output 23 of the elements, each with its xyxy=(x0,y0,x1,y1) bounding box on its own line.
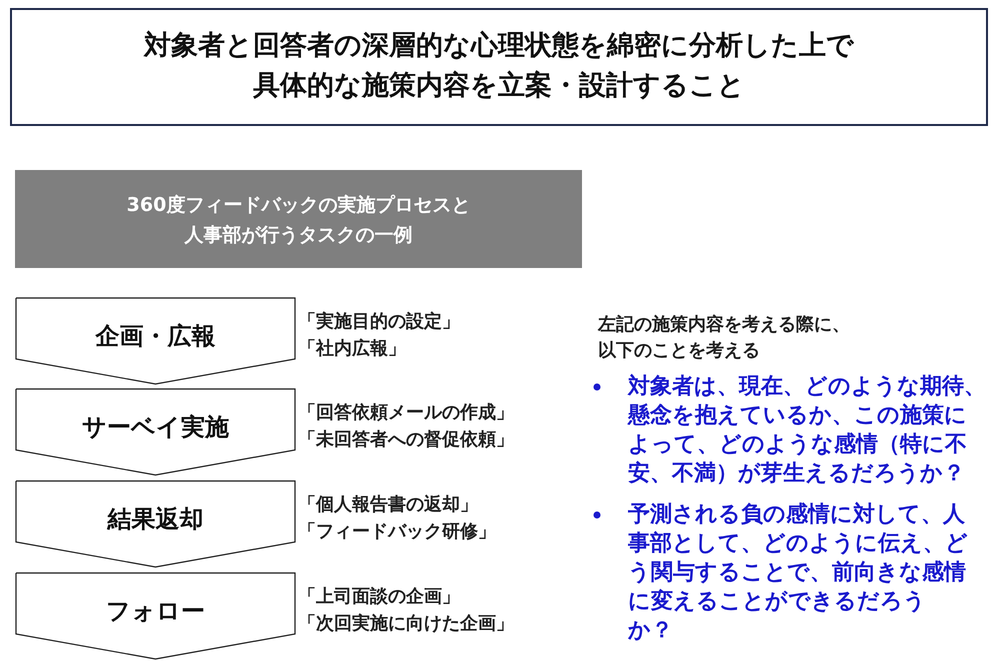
step-label: 結果返却 xyxy=(106,504,204,534)
task-text: 「社内広報」 xyxy=(298,337,406,361)
title-box xyxy=(10,8,988,126)
step-label: サーベイ実施 xyxy=(81,412,230,442)
task-text: 「フィードバック研修」 xyxy=(298,520,496,544)
title-text: 対象者と回答者の深層的な心理状態を綿密に分析した上で具体的な施策内容を立案・設計すること xyxy=(142,29,855,103)
process-step xyxy=(15,297,296,385)
note-heading: 左記の施策内容を考える際に、以下のことを考える xyxy=(598,313,851,363)
task-text: 「実施目的の設定」 xyxy=(298,310,460,334)
header-box xyxy=(15,170,582,268)
process-step xyxy=(15,388,296,476)
step-label: フォロー xyxy=(105,596,206,626)
question-text: 予測される負の感情に対して、人事部として、どのように伝え、どう関与することで、前向きな感情に変えることができるだろうか？ xyxy=(628,500,968,645)
task-text: 「未回答者への督促依頼」 xyxy=(298,428,514,452)
task-text: 「個人報告書の返却」 xyxy=(298,493,478,517)
task-text: 「上司面談の企画」 xyxy=(298,585,460,609)
header-text: 360度フィードバックの実施プロセスと人事部が行うタスクの一例 xyxy=(126,193,472,248)
process-step xyxy=(15,572,296,660)
process-step xyxy=(15,480,296,568)
task-text: 「次回実施に向けた企画」 xyxy=(298,612,514,636)
task-text: 「回答依頼メールの作成」 xyxy=(298,401,514,425)
step-label: 企画・広報 xyxy=(94,321,216,351)
question-text: 対象者は、現在、どのような期待、懸念を抱えているか、この施策によって、どのような感情（特に不安、不満）が芽生えるだろうか？ xyxy=(628,372,986,488)
